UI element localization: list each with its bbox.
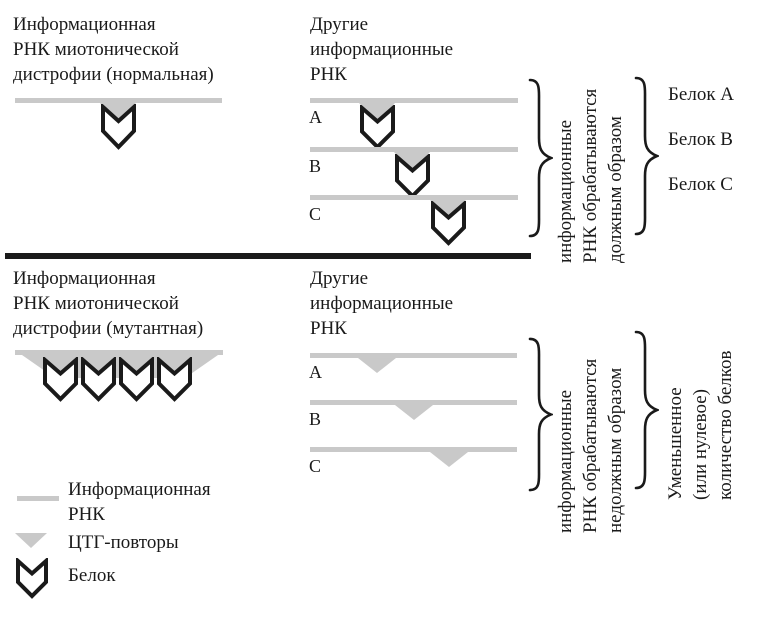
mrna-c-label-mutant: C	[309, 456, 322, 476]
brace-improper-processing	[528, 337, 553, 492]
brace-reduced-proteins	[634, 330, 659, 490]
protein-chevron-icon	[101, 104, 136, 150]
title-line: Информационная	[13, 14, 156, 35]
note-line: (или нулевое)	[690, 389, 711, 500]
legend-ctg-label: ЦТГ-повторы	[68, 530, 179, 555]
legend-label-line: ЦТГ-повторы	[68, 532, 179, 553]
section-divider	[5, 253, 531, 259]
protein-chevron-icon	[43, 357, 78, 402]
title-line: информационные	[310, 39, 454, 60]
note-line: РНК обрабатываются	[580, 358, 601, 533]
note-line: должным образом	[605, 116, 626, 263]
note-line: количество белков	[715, 350, 736, 500]
legend-ctg-triangle-icon	[15, 533, 47, 548]
mrna-b-line	[310, 147, 518, 152]
legend-label-line: РНК	[68, 504, 105, 525]
mrna-a-line-mutant	[310, 353, 517, 358]
title-line: Другие	[310, 268, 369, 289]
normal-mrna-title: Информационная РНК миотонической дистроф…	[13, 12, 214, 87]
legend-mrna-line-swatch	[17, 496, 59, 501]
legend-protein-label: Белок	[68, 563, 116, 588]
protein-chevron-icon	[431, 201, 466, 246]
improper-processing-note: информационные РНК обрабатываются недолж…	[553, 300, 631, 533]
note-line: РНК обрабатываются	[580, 88, 601, 263]
protein-chevron-icon	[395, 154, 430, 199]
protein-chevron-icon	[157, 357, 192, 402]
ctg-repeats-triangle-icon	[395, 405, 433, 420]
title-line: информационные	[310, 293, 454, 314]
other-mrnas-title-mutant: Другие информационные РНК	[310, 266, 453, 341]
mrna-b-label-mutant: B	[309, 409, 322, 429]
note-line: недолжным образом	[605, 367, 626, 533]
note-line: информационные	[555, 119, 576, 263]
brace-normal-processing	[528, 78, 553, 238]
brace-proteins-produced	[634, 76, 659, 236]
ctg-repeats-triangle-icon	[430, 452, 468, 467]
note-line: информационные	[555, 389, 576, 533]
legend-label-line: Информационная	[68, 479, 211, 500]
title-line: Информационная	[13, 268, 156, 289]
legend-protein-chevron-icon	[16, 558, 48, 599]
mrna-c-label: C	[309, 204, 322, 224]
title-line: РНК	[310, 64, 347, 85]
mutant-mrna-title: Информационная РНК миотонической дистроф…	[13, 266, 203, 341]
mrna-c-line-mutant	[310, 447, 517, 452]
protein-chevron-icon	[360, 105, 395, 150]
title-line: РНК	[310, 318, 347, 339]
legend-mrna-label: Информационная РНК	[68, 477, 211, 527]
mrna-a-label: A	[309, 107, 322, 127]
other-mrnas-title-normal: Другие информационные РНК	[310, 12, 453, 87]
mutant-dm-mrna-line	[15, 350, 223, 355]
reduced-protein-note: Уменьшенное (или нулевое) количество бел…	[663, 300, 741, 500]
title-line: РНК миотонической	[13, 39, 179, 60]
protein-chevron-icon	[81, 357, 116, 402]
note-line: Уменьшенное	[665, 387, 686, 500]
normal-processing-note: информационные РНК обрабатываются должны…	[553, 40, 631, 263]
legend-label-line: Белок	[68, 565, 116, 586]
title-line: дистрофии (нормальная)	[13, 64, 214, 85]
title-line: РНК миотонической	[13, 293, 179, 314]
mrna-a-label-mutant: A	[309, 362, 322, 382]
mrna-b-line-mutant	[310, 400, 517, 405]
title-line: дистрофии (мутантная)	[13, 318, 204, 339]
protein-b-label: Белок B	[668, 129, 733, 150]
protein-chevron-icon	[119, 357, 154, 402]
protein-c-label: Белок C	[668, 174, 733, 195]
ctg-repeats-triangle-icon	[358, 358, 396, 373]
mrna-c-line	[310, 195, 518, 200]
normal-dm-mrna-line	[15, 98, 222, 103]
mrna-a-line	[310, 98, 518, 103]
mrna-b-label: B	[309, 156, 322, 176]
title-line: Другие	[310, 14, 369, 35]
protein-a-label: Белок A	[668, 84, 735, 105]
